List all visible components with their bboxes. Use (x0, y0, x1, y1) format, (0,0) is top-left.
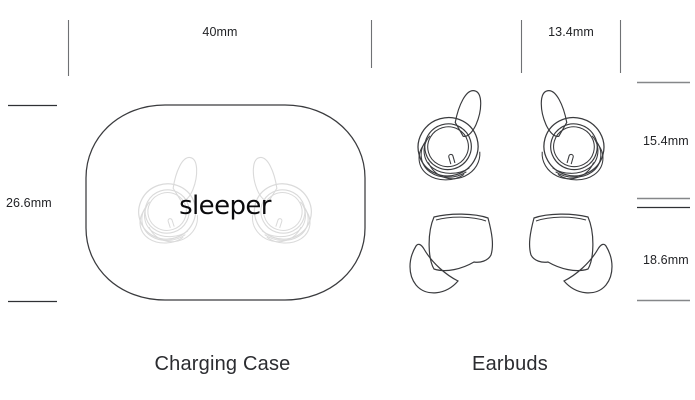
earbuds-side-views (409, 213, 613, 294)
dimension-ticks (8, 20, 690, 303)
earbud-left-front (403, 88, 501, 189)
earbud-left-side (409, 213, 494, 294)
charging-case-drawing (85, 104, 366, 301)
brand-logo-text: sleeper (179, 191, 271, 221)
dimension-label-earbud-height-front: 15.4mm (643, 134, 689, 148)
dimension-label-earbud-height-side: 18.6mm (643, 253, 689, 267)
dimension-label-case-height: 26.6mm (6, 196, 52, 210)
earbud-right-side (528, 213, 613, 294)
caption-earbuds: Earbuds (472, 353, 548, 375)
earbud-right-front (521, 88, 619, 189)
dimension-label-case-width: 40mm (202, 25, 238, 39)
earbuds-front-views (403, 88, 619, 189)
case-outline (85, 104, 366, 301)
dimension-label-earbud-width: 13.4mm (548, 25, 594, 39)
caption-charging-case: Charging Case (154, 353, 291, 375)
